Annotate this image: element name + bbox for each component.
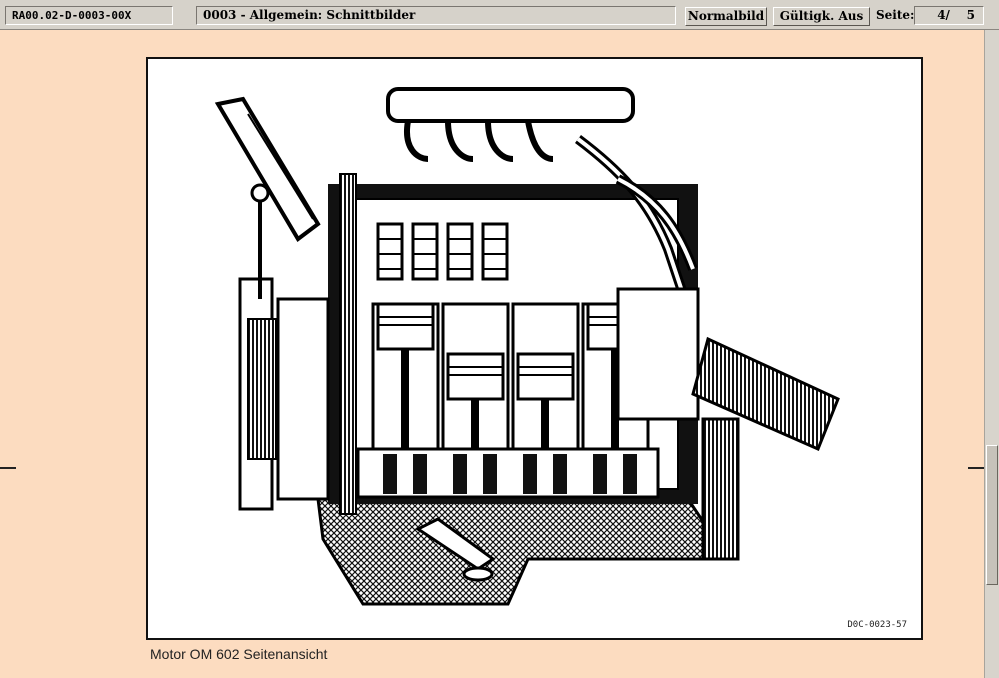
page-indicator[interactable]: 4/ 5: [914, 6, 984, 25]
page-total: 5: [966, 8, 975, 22]
normal-view-button[interactable]: Normalbild: [685, 7, 767, 26]
figure-code: D0C-0023-57: [847, 620, 907, 630]
page-label: Seite:: [876, 8, 915, 22]
left-margin-tick: [0, 467, 16, 469]
engine-cutaway-drawing: [214, 87, 840, 606]
section-title-field: 0003 - Allgemein: Schnittbilder: [196, 6, 676, 25]
scrollbar-thumb[interactable]: [986, 445, 998, 585]
page-current: 4/: [937, 8, 950, 22]
document-id-field[interactable]: RA00.02-D-0003-00X: [5, 6, 173, 25]
toolbar: RA00.02-D-0003-00X 0003 - Allgemein: Sch…: [0, 0, 999, 30]
vertical-scrollbar[interactable]: [984, 30, 999, 678]
figure-caption: Motor OM 602 Seitenansicht: [150, 646, 328, 662]
validity-toggle-button[interactable]: Gültigk. Aus: [773, 7, 870, 26]
right-margin-tick: [968, 467, 984, 469]
engine-illustration: D0C-0023-57: [146, 57, 923, 640]
